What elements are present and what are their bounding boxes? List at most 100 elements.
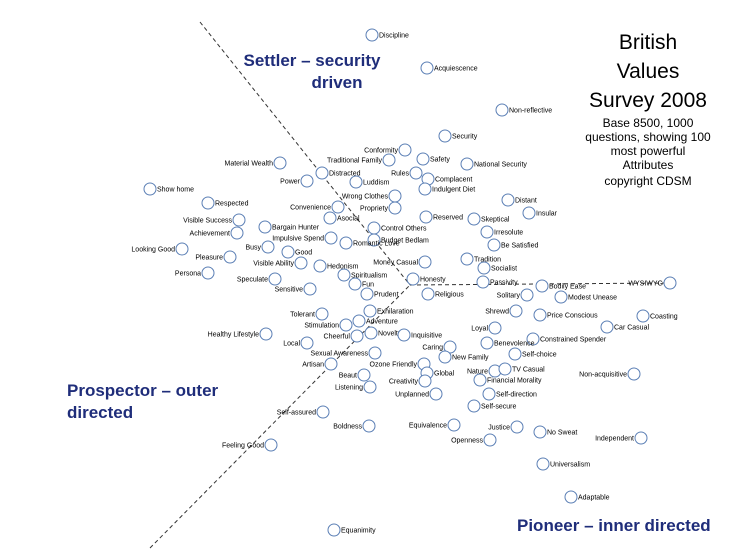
- attribute-marker: [363, 380, 377, 394]
- attribute-label: Luddism: [363, 180, 390, 187]
- attribute-marker: [480, 225, 494, 239]
- attribute-node: Self-direction: [482, 387, 537, 401]
- attribute-node: Feeling Good: [222, 438, 278, 452]
- attribute-label: Good: [295, 250, 312, 257]
- attribute-node: Acquiescence: [420, 61, 478, 75]
- attribute-marker: [349, 175, 363, 189]
- attribute-label: Healthy Lifestyle: [208, 332, 259, 339]
- attribute-label: Convenience: [290, 205, 331, 212]
- attribute-marker: [634, 431, 648, 445]
- attribute-label: WYSIWYG: [628, 281, 663, 288]
- attribute-marker: [316, 405, 330, 419]
- attribute-marker: [488, 321, 502, 335]
- attribute-label: Novelty: [378, 331, 402, 338]
- attribute-label: Passivity: [490, 280, 518, 287]
- settler-title-line2: driven: [311, 73, 363, 92]
- attribute-node: Self-choice: [508, 347, 557, 361]
- attribute-marker: [360, 287, 374, 301]
- attribute-marker: [232, 213, 246, 227]
- attribute-marker: [508, 347, 522, 361]
- attribute-node: Local: [283, 336, 314, 350]
- attribute-node: Passivity: [476, 275, 518, 289]
- attribute-node: Prudent: [360, 287, 399, 301]
- attribute-label: Listening: [335, 385, 363, 392]
- attribute-node: Independent: [595, 431, 648, 445]
- attribute-node: Self-secure: [467, 399, 517, 413]
- attribute-marker: [339, 318, 353, 332]
- attribute-label: Self-secure: [481, 404, 517, 411]
- attribute-label: Nature: [467, 369, 488, 376]
- attribute-node: Constrained Spender: [526, 332, 607, 346]
- attribute-marker: [554, 290, 568, 304]
- attribute-node: Rules: [391, 166, 423, 180]
- settler-segment-title: Settler – security driven: [242, 50, 382, 94]
- attribute-node: WYSIWYG: [628, 276, 677, 290]
- attribute-node: Beaut: [339, 368, 371, 382]
- survey-base-line2: questions, showing 100: [585, 130, 711, 144]
- attribute-node: Visible Ability: [253, 256, 308, 270]
- attribute-label: Stimulation: [304, 323, 339, 330]
- attribute-label: Acquiescence: [434, 66, 478, 73]
- attribute-node: Novelty: [364, 326, 402, 340]
- attribute-label: Insular: [536, 211, 558, 218]
- attribute-label: Hedonism: [327, 264, 359, 271]
- attribute-node: Wrong Clothes: [342, 189, 402, 203]
- attribute-marker: [339, 236, 353, 250]
- attribute-node: Caring: [422, 340, 457, 354]
- attribute-label: New Family: [452, 355, 489, 362]
- attribute-label: Sensitive: [275, 287, 304, 294]
- attribute-node: Asocial: [323, 211, 360, 225]
- attribute-marker: [143, 182, 157, 196]
- attribute-label: Achievement: [190, 231, 231, 238]
- attribute-label: Tradition: [474, 257, 501, 264]
- attribute-marker: [388, 189, 402, 203]
- attribute-marker: [419, 210, 433, 224]
- attribute-node: Creativity: [389, 374, 432, 388]
- attribute-marker: [362, 419, 376, 433]
- attribute-node: Healthy Lifestyle: [208, 327, 273, 341]
- attribute-label: Sexual Awareness: [311, 351, 369, 358]
- survey-base-line3: most powerful: [610, 144, 686, 158]
- attribute-node: Achievement: [190, 226, 244, 240]
- attribute-marker: [420, 61, 434, 75]
- attribute-marker: [365, 28, 379, 42]
- attribute-node: Honesty: [406, 272, 446, 286]
- attribute-label: Universalism: [550, 462, 590, 469]
- attribute-marker: [357, 368, 371, 382]
- attribute-label: Global: [434, 371, 455, 378]
- attribute-label: Speculate: [237, 277, 268, 284]
- attribute-node: Irresolute: [480, 225, 523, 239]
- attribute-label: Socialist: [491, 266, 517, 273]
- attribute-marker: [382, 153, 396, 167]
- attribute-node: Insular: [522, 206, 558, 220]
- attribute-label: Openness: [451, 438, 483, 445]
- attribute-node: Universalism: [536, 457, 590, 471]
- attribute-marker: [663, 276, 677, 290]
- attribute-marker: [409, 166, 423, 180]
- attribute-node: Cheerful: [324, 329, 364, 343]
- attribute-label: Show home: [157, 187, 194, 194]
- attribute-node: Skeptical: [467, 212, 510, 226]
- attribute-label: Wrong Clothes: [342, 194, 389, 201]
- attribute-marker: [313, 259, 327, 273]
- attribute-label: Self-choice: [522, 352, 557, 359]
- attribute-marker: [520, 288, 534, 302]
- attribute-node: Good: [281, 245, 312, 259]
- attribute-node: No Sweat: [533, 425, 577, 439]
- settler-title-line1: Settler – security: [243, 51, 381, 70]
- attribute-node: Religious: [421, 287, 464, 301]
- attribute-label: Impulsive Spend: [272, 236, 324, 243]
- attribute-label: Distant: [515, 198, 537, 205]
- attribute-label: TV Casual: [512, 367, 545, 374]
- attribute-marker: [510, 420, 524, 434]
- attribute-node: Adaptable: [564, 490, 610, 504]
- attribute-node: TV Casual: [498, 362, 545, 376]
- attribute-label: National Security: [474, 162, 527, 169]
- attribute-node: Openness: [451, 433, 497, 447]
- attribute-marker: [636, 309, 650, 323]
- attribute-marker: [536, 457, 550, 471]
- attribute-marker: [331, 200, 345, 214]
- attribute-marker: [487, 238, 501, 252]
- attribute-label: Irresolute: [494, 230, 523, 237]
